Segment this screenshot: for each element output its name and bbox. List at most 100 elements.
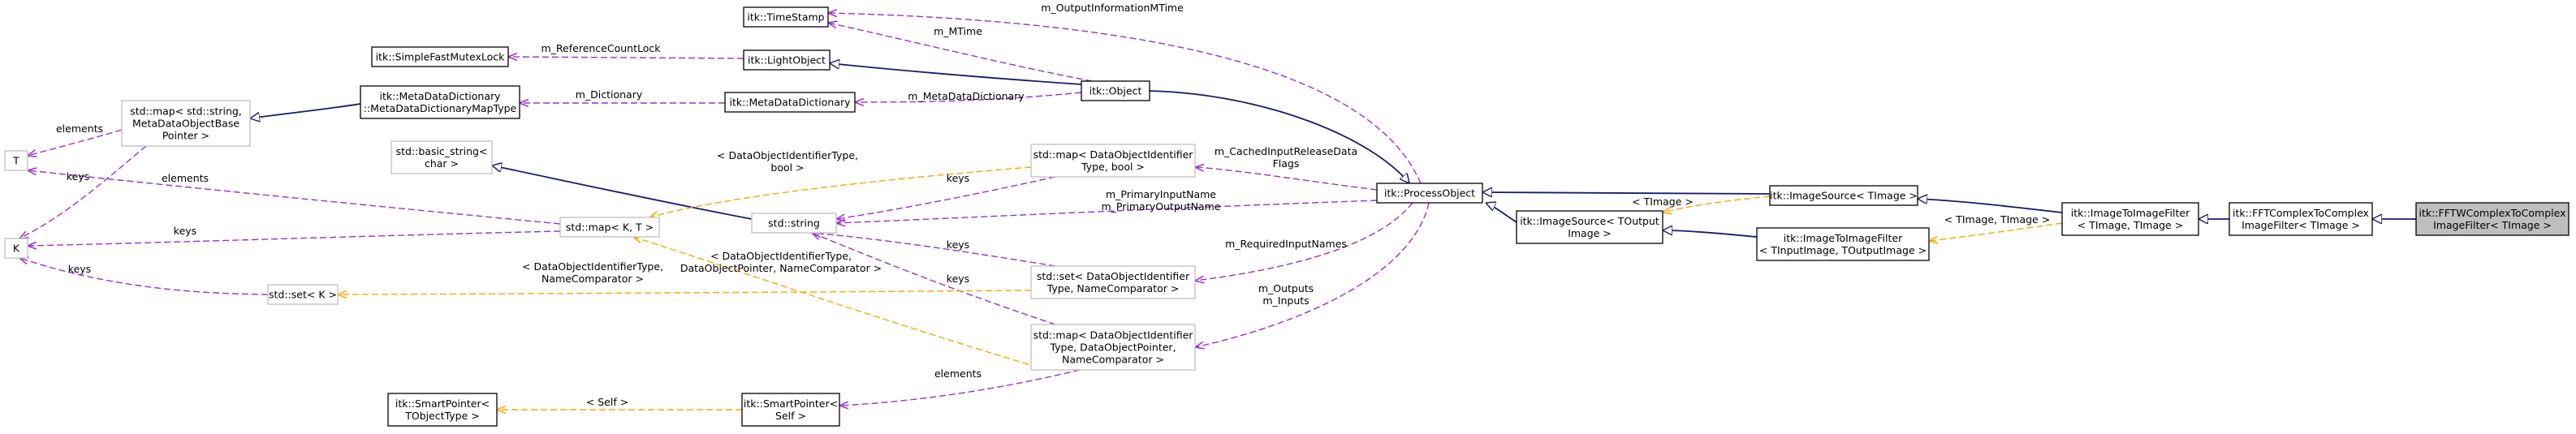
class-node-i2i-T[interactable]: itk::ImageToImageFilter< TImage, TImage … (2061, 202, 2199, 236)
node-label: itk::FFTWComplexToComplex (2419, 207, 2565, 219)
class-node-stdset-ident[interactable]: std::set< DataObjectIdentifierType, Name… (1030, 265, 1196, 299)
node-label: itk::SmartPointer< (744, 397, 838, 410)
node-label: itk::MetaDataDictionary (379, 90, 501, 102)
usage-edge-21 (836, 200, 1378, 223)
node-label: std::map< DataObjectIdentifier (1033, 329, 1194, 342)
edge-label-elements-map: elements (162, 172, 209, 184)
class-node-stdstring[interactable]: std::string (751, 213, 837, 234)
edge-label-tmpl-ident-ptr: DataObjectPointer, NameComparator > (680, 262, 882, 274)
node-label: std::string (768, 217, 820, 230)
class-node-imagesource-T[interactable]: itk::ImageSource< TImage > (1769, 185, 1918, 206)
node-label: ImageFilter< TImage > (2433, 219, 2552, 231)
node-box (743, 6, 829, 28)
edge-label-tmpl-ident-name: NameComparator > (542, 273, 644, 285)
edge-label-elements-smart: elements (934, 367, 982, 380)
node-box (1030, 265, 1196, 299)
inherit-edge-1 (830, 63, 1082, 85)
class-node-timestamp[interactable]: itk::TimeStamp (743, 6, 829, 28)
node-box (724, 92, 856, 113)
node-box (1769, 185, 1918, 206)
inherit-edge-3 (492, 165, 753, 220)
node-box (1030, 324, 1196, 371)
class-node-stdmap-ptr[interactable]: std::map< DataObjectIdentifierType, Data… (1030, 324, 1196, 371)
node-box (743, 49, 831, 71)
edge-label-keys-set: keys (68, 263, 91, 275)
class-node-stdmap-KT[interactable]: std::map< K, T > (559, 217, 660, 238)
inherit-edge-2 (250, 103, 361, 118)
class-node-fastmutex[interactable]: itk::SimpleFastMutexLock (371, 46, 509, 67)
template-edge-32 (1663, 196, 1771, 213)
node-label: itk::MetaDataDictionary (729, 97, 851, 109)
template-edge-28 (649, 166, 1032, 217)
edge-label-m-CachedInputReleaseDataFlags: Flags (1273, 157, 1300, 170)
class-node-object[interactable]: itk::Object (1081, 80, 1150, 101)
node-label: K (13, 243, 20, 255)
usage-edge-27 (839, 369, 1081, 406)
node-label: itk::ImageToImageFilter (1784, 232, 1903, 244)
class-node-processobject[interactable]: itk::ProcessObject (1376, 183, 1483, 204)
node-label: Self > (775, 410, 806, 422)
usage-edge-18 (28, 230, 561, 246)
node-label: itk::TimeStamp (747, 11, 824, 24)
edge-label-m-MTime: m_MTime (934, 25, 982, 37)
edge-label-tmpl-bool: bool > (770, 161, 804, 174)
class-node-i2i-io[interactable]: itk::ImageToImageFilter< TInputImage, TO… (1756, 227, 1930, 261)
node-label: NameComparator > (1062, 354, 1164, 366)
node-label: TObjectType > (404, 410, 480, 422)
node-label: Image > (1568, 227, 1612, 239)
edge-label-tmpl-bool: < DataObjectIdentifierType, (717, 149, 858, 161)
node-label: itk::ProcessObject (1384, 187, 1475, 200)
node-label: itk::FFTComplexToComplex (2233, 207, 2369, 219)
class-node-smartptr-self[interactable]: itk::SmartPointer<Self > (741, 393, 840, 427)
class-node-stdmap-string[interactable]: std::map< std::string,MetaDataObjectBase… (121, 100, 251, 147)
node-label: std::set< DataObjectIdentifier (1037, 270, 1190, 282)
node-label: itk::LightObject (748, 54, 826, 67)
node-label: < TInputImage, TOutputImage > (1759, 244, 1927, 256)
class-node-stdmap-bool[interactable]: std::map< DataObjectIdentifierType, bool… (1030, 144, 1196, 178)
class-node-T[interactable]: T (4, 150, 28, 171)
edge-label-m-MetaDataDictionary: m_MetaDataDictionary (908, 90, 1025, 102)
node-label: MetaDataObjectBase (132, 118, 239, 130)
template-edge-30 (633, 237, 1048, 371)
usage-edge-10 (828, 13, 1422, 184)
node-box (390, 140, 493, 174)
node-label: Type, DataObjectPointer, (1049, 342, 1176, 354)
edge-label-keys-string-ptr: keys (947, 273, 969, 285)
class-node-metadictmap[interactable]: itk::MetaDataDictionary::MetaDataDiction… (360, 85, 520, 119)
edge-label-keys-map: keys (174, 225, 196, 237)
node-box (4, 150, 28, 171)
node-box (2229, 202, 2373, 236)
class-node-smartptr-T[interactable]: itk::SmartPointer<TObjectType > (387, 393, 498, 427)
node-label: std::map< DataObjectIdentifier (1033, 148, 1194, 161)
node-box (4, 238, 28, 259)
node-box (2415, 202, 2570, 236)
node-label: T (12, 155, 19, 167)
edge-label-timage-timage-tmpl: < TImage, TImage > (1944, 213, 2050, 226)
node-box (1081, 80, 1150, 101)
inherit-edge-6 (1918, 199, 2063, 213)
edge-label-keys-string-bool: keys (947, 172, 969, 184)
edge-label-m-CachedInputReleaseDataFlags: m_CachedInputReleaseData (1215, 145, 1357, 157)
class-node-basic-string[interactable]: std::basic_string<char > (390, 140, 493, 174)
inherit-edge-5 (1486, 203, 1517, 223)
edge-label-elements-T-top: elements (56, 122, 103, 135)
usage-edge-20 (1195, 167, 1378, 191)
usage-edge-19 (19, 258, 269, 295)
node-label: std::map< K, T > (566, 221, 654, 234)
edge-label-m-Outputs: m_Outputs (1258, 282, 1314, 294)
class-node-metadict[interactable]: itk::MetaDataDictionary (724, 92, 856, 113)
usage-edge-17 (28, 170, 561, 225)
class-node-lightobject[interactable]: itk::LightObject (743, 49, 831, 71)
class-node-imagesource-out[interactable]: itk::ImageSource< TOutputImage > (1516, 210, 1663, 244)
node-box (741, 393, 840, 427)
node-box (267, 284, 339, 305)
class-node-K[interactable]: K (4, 238, 28, 259)
class-node-stdset-K[interactable]: std::set< K > (267, 284, 339, 305)
inherit-edge-0 (1149, 90, 1409, 183)
node-label: itk::Object (1090, 85, 1142, 97)
edge-label-keys-string-set: keys (947, 238, 969, 251)
usage-edge-24 (812, 233, 1056, 325)
edge-label-m-PrimaryInputName: m_PrimaryInputName (1106, 188, 1216, 200)
